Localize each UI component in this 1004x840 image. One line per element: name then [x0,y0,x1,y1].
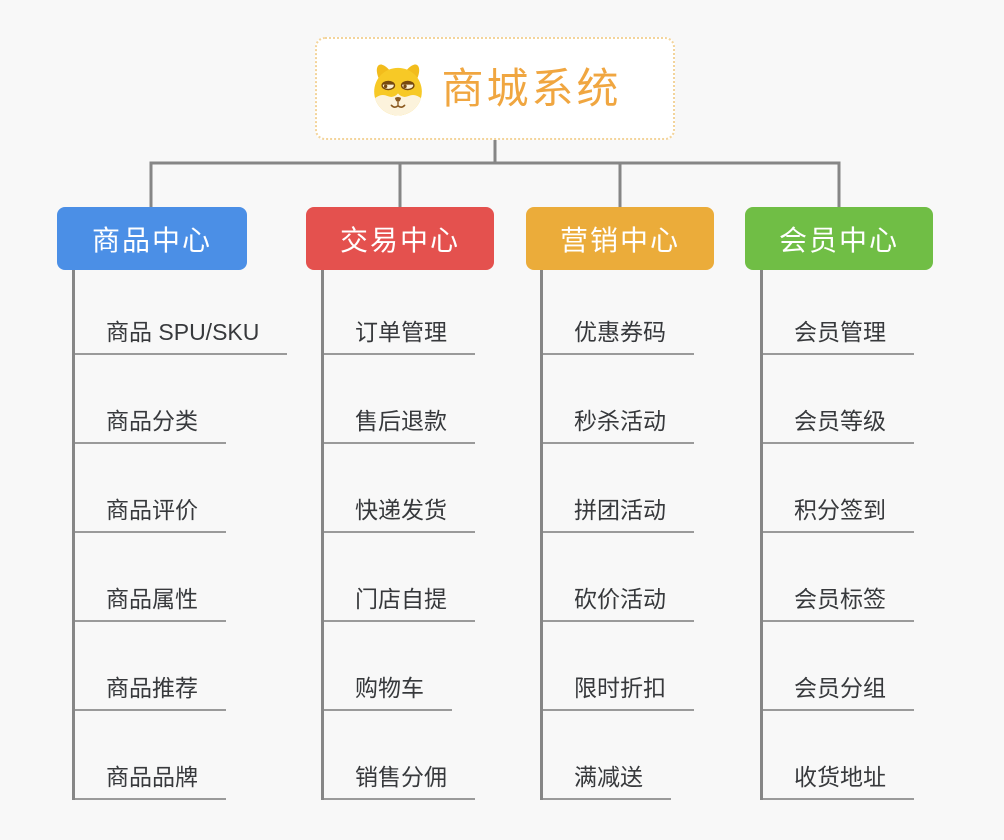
branch-node-member-center[interactable]: 会员中心 [745,207,933,270]
root-title: 商城系统 [441,64,622,112]
leaf-node[interactable]: 商品推荐 [75,674,226,711]
leaf-node[interactable]: 快递发货 [324,496,475,533]
leaf-node[interactable]: 商品 SPU/SKU [75,318,288,355]
leaf-node[interactable]: 收货地址 [763,763,914,800]
leaf-node[interactable]: 积分签到 [763,496,914,533]
leaf-node[interactable]: 订单管理 [324,318,475,355]
leaf-node[interactable]: 商品评价 [75,496,226,533]
leaf-node[interactable]: 拼团活动 [543,496,694,533]
dog-icon [374,64,423,115]
branch-node-marketing-center[interactable]: 营销中心 [526,207,714,270]
leaf-node[interactable]: 门店自提 [324,585,475,622]
branch-column-member: 会员管理 会员等级 积分签到 会员标签 会员分组 收货地址 [760,270,914,800]
root-node[interactable]: 商城系统 [315,37,675,140]
leaf-node[interactable]: 售后退款 [324,407,475,444]
branch-column-marketing: 优惠券码 秒杀活动 拼团活动 砍价活动 限时折扣 满减送 [540,270,694,800]
leaf-node[interactable]: 购物车 [324,674,452,711]
leaf-node[interactable]: 砍价活动 [543,585,694,622]
leaf-node[interactable]: 商品分类 [75,407,226,444]
branch-node-trade-center[interactable]: 交易中心 [306,207,494,270]
leaf-node[interactable]: 商品属性 [75,585,226,622]
leaf-node[interactable]: 限时折扣 [543,674,694,711]
leaf-node[interactable]: 会员等级 [763,407,914,444]
leaf-node[interactable]: 秒杀活动 [543,407,694,444]
leaf-node[interactable]: 商品品牌 [75,763,226,800]
leaf-node[interactable]: 销售分佣 [324,763,475,800]
branch-column-product: 商品 SPU/SKU 商品分类 商品评价 商品属性 商品推荐 商品品牌 [72,270,288,800]
leaf-node[interactable]: 优惠券码 [543,318,694,355]
branch-column-trade: 订单管理 售后退款 快递发货 门店自提 购物车 销售分佣 [321,270,475,800]
leaf-node[interactable]: 会员分组 [763,674,914,711]
leaf-node[interactable]: 会员标签 [763,585,914,622]
leaf-node[interactable]: 满减送 [543,763,671,800]
leaf-node[interactable]: 会员管理 [763,318,914,355]
branch-node-product-center[interactable]: 商品中心 [57,207,247,270]
